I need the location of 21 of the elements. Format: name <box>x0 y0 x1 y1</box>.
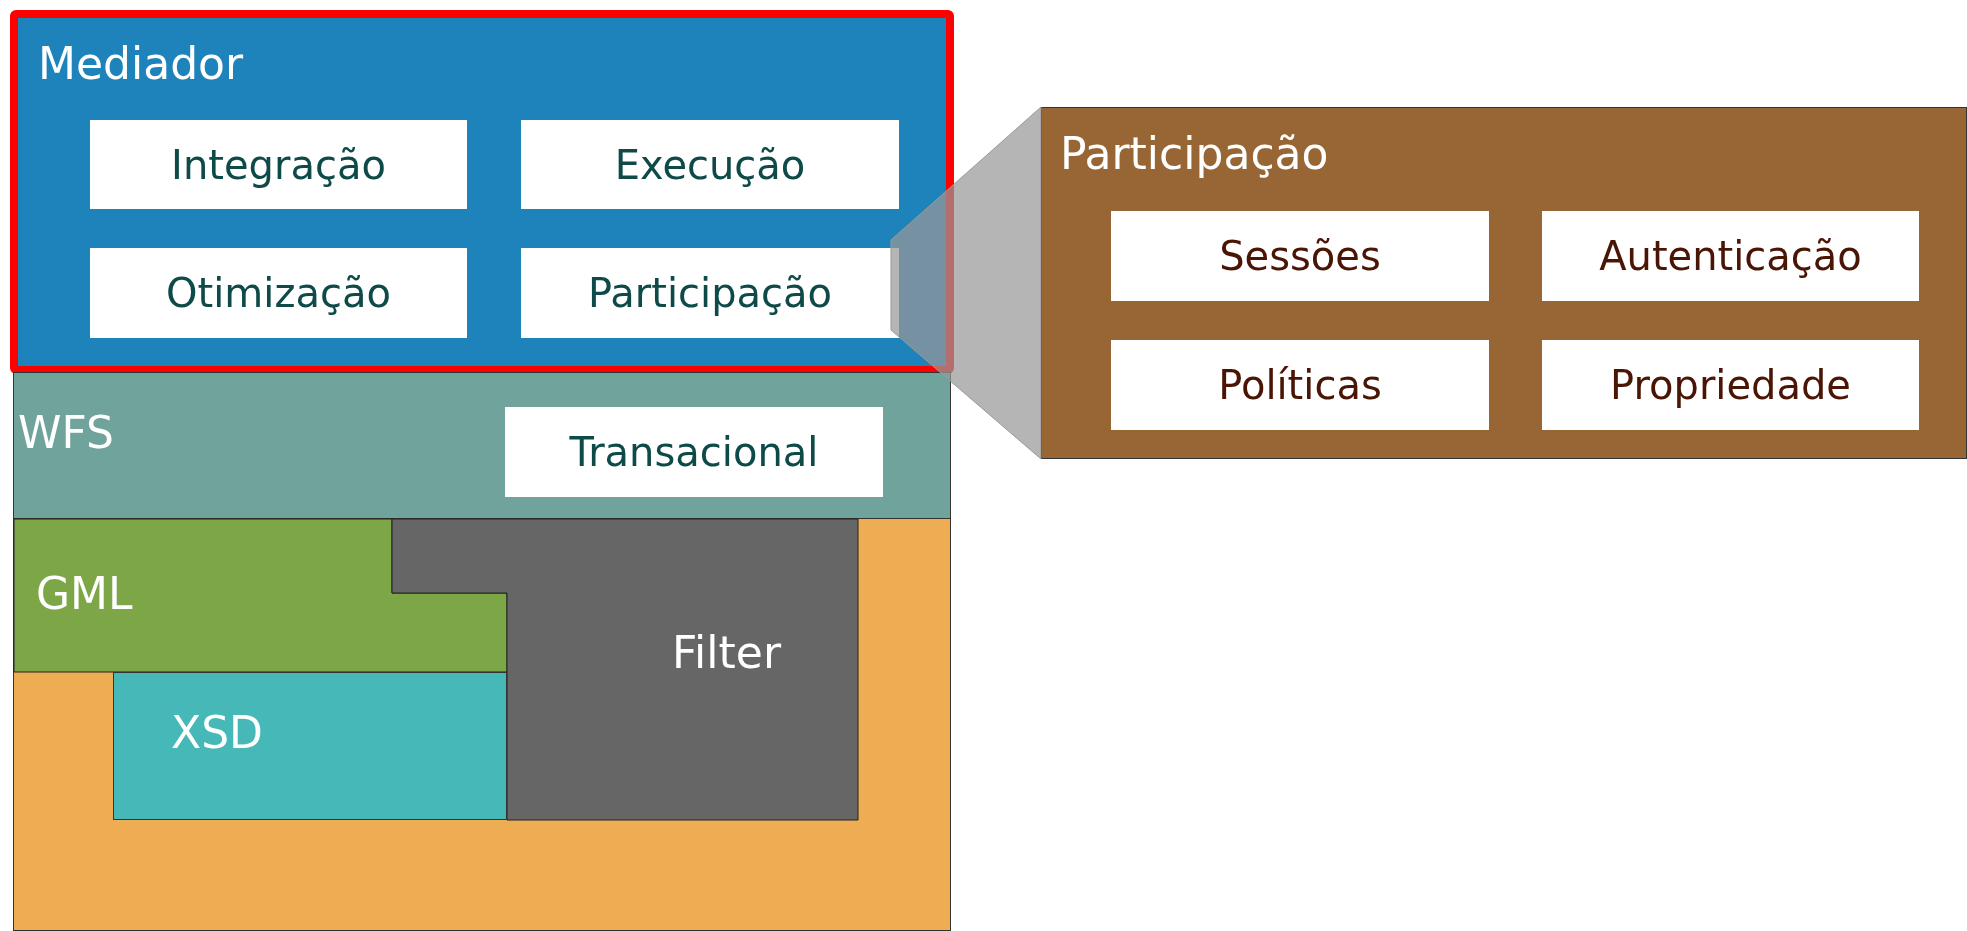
zoom-projection <box>890 106 1042 460</box>
module-box: Políticas <box>1111 340 1489 430</box>
module-box: Autenticação <box>1542 211 1919 301</box>
layer-title: Participação <box>1060 132 1329 176</box>
layer-title: GML <box>36 572 133 616</box>
module-box: Propriedade <box>1542 340 1919 430</box>
layer-panel <box>1041 107 1967 459</box>
layer-title: Filter <box>672 631 781 675</box>
module-box: Execução <box>521 120 899 209</box>
layer-title: Mediador <box>38 42 244 86</box>
layer-band <box>113 672 507 820</box>
module-box: Integração <box>90 120 467 209</box>
module-box: Sessões <box>1111 211 1489 301</box>
layer-panel <box>10 10 954 374</box>
layer-band <box>13 372 951 519</box>
layer-title: WFS <box>18 411 114 455</box>
layer-title: XSD <box>171 711 263 755</box>
module-box: Participação <box>521 248 899 338</box>
layer-band <box>13 518 951 931</box>
module-box: Transacional <box>505 407 883 497</box>
module-box: Otimização <box>90 248 467 338</box>
